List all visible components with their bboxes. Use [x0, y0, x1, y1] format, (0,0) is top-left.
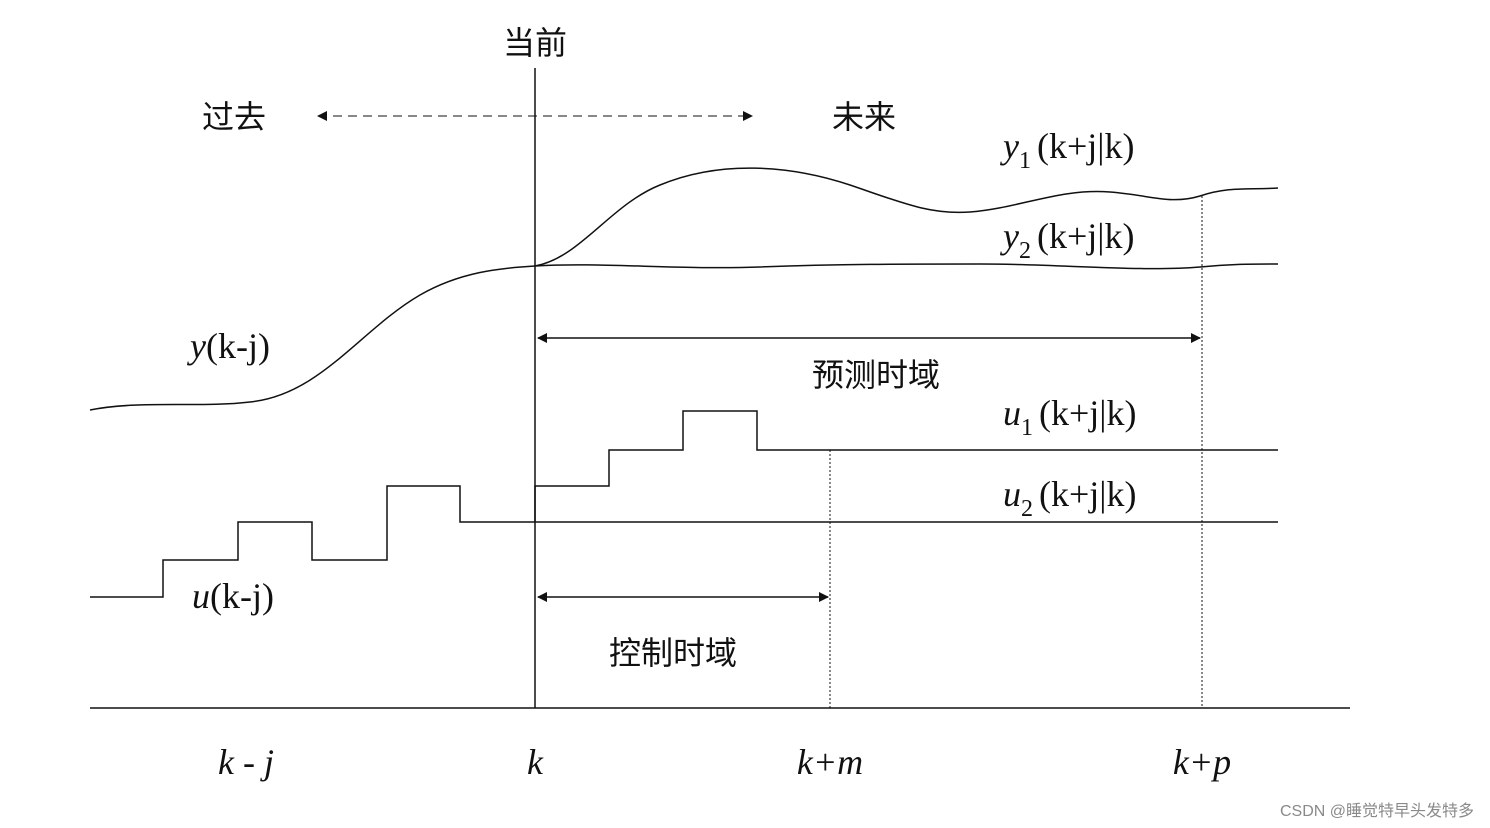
u1-label: u1(k+j|k): [1003, 393, 1137, 441]
u-past-label: u(k-j): [192, 576, 274, 616]
past-control-signal: [90, 485, 535, 598]
tick-k-plus-m: k+m: [797, 742, 863, 782]
u2-label: u2(k+j|k): [1003, 474, 1137, 522]
control-horizon-label: 控制时域: [609, 634, 737, 672]
prediction-horizon-label: 预测时域: [812, 356, 940, 394]
predicted-output-y1-curve: [534, 167, 1279, 267]
tick-k-minus-j: k - j: [218, 742, 274, 782]
future-control-u1: [534, 410, 1278, 522]
future-label: 未来: [832, 98, 896, 136]
y1-label: y1(k+j|k): [1000, 126, 1134, 174]
y-past-label: y(k-j): [187, 326, 270, 366]
y2-label: y2(k+j|k): [1000, 216, 1134, 264]
watermark: CSDN @睡觉特早头发特多: [1280, 802, 1474, 820]
past-label: 过去: [202, 98, 266, 136]
current-label: 当前: [503, 24, 567, 62]
predicted-output-y2-curve: [534, 263, 1279, 270]
tick-k-plus-p: k+p: [1173, 742, 1231, 782]
tick-k: k: [527, 742, 544, 782]
past-output-curve: [89, 265, 536, 411]
